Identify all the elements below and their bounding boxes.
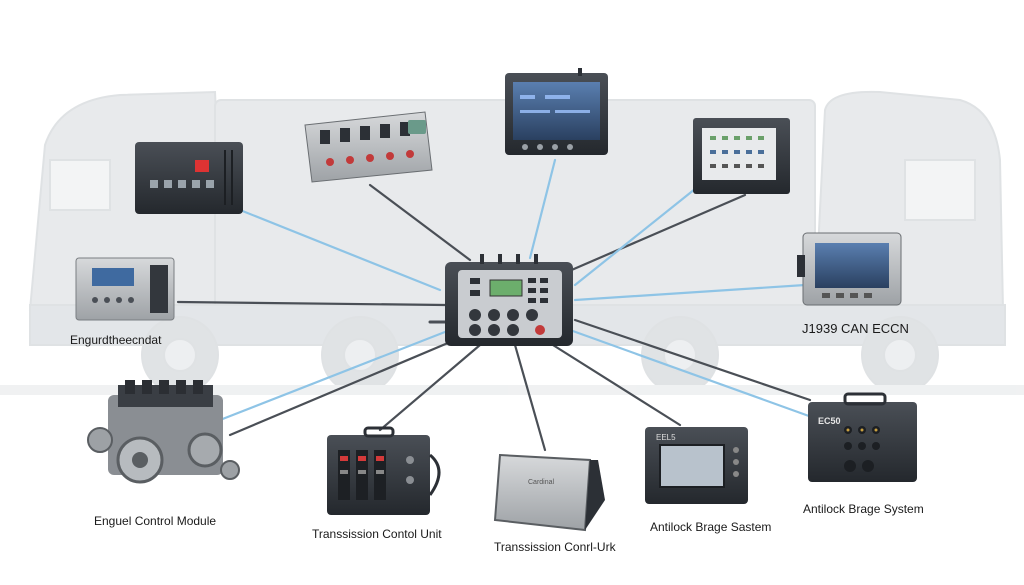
wire-engine: [218, 328, 452, 422]
wires: [176, 158, 822, 452]
abs-control-box[interactable]: EC50: [808, 392, 917, 482]
wire-tcu: [378, 343, 482, 432]
relay-panel[interactable]: [304, 111, 433, 183]
label-ecm: Enguel Control Module: [94, 514, 217, 528]
can-network-device[interactable]: [797, 232, 902, 306]
label-tcu: Transsission Contol Unit: [312, 527, 442, 541]
wire-abs-left: [543, 338, 682, 427]
label-tcu2: Transsission Conrl-Urk: [494, 540, 616, 554]
abs-unit-text: EEL5: [656, 433, 676, 442]
wire-abs-right: [568, 328, 822, 422]
label-abs-right: Antilock Brage System: [803, 502, 924, 516]
label-abs-left: Antilock Brage Sastem: [650, 520, 772, 534]
abs-box-text: EC50: [818, 416, 841, 426]
label-can-network: J1939 CAN ECCN: [802, 321, 909, 336]
wire-left-top: [238, 208, 442, 292]
wire-tcu2: [513, 343, 547, 452]
wire-relay: [368, 183, 472, 262]
label-engine-left: Engurdtheecndat: [70, 333, 162, 347]
wire-left-mid: [176, 300, 447, 307]
wire-monitor: [528, 158, 557, 260]
wire-right-top: [558, 193, 747, 277]
ecu-box-top-left[interactable]: [135, 142, 243, 214]
abs-display-unit[interactable]: EEL5: [645, 427, 748, 504]
engine-block[interactable]: [87, 380, 240, 484]
flat-ecu-module[interactable]: Cardinal: [493, 453, 605, 532]
wire-can: [573, 283, 807, 302]
central-gateway[interactable]: [445, 254, 573, 346]
engine-display-unit[interactable]: [75, 257, 175, 321]
flat-ecu-text: Cardinal: [528, 479, 555, 486]
ecu-box-top-right[interactable]: [693, 118, 790, 194]
wire-right-top-2: [573, 183, 702, 287]
display-monitor-top[interactable]: [505, 68, 608, 155]
wire-abs-right-2: [573, 318, 812, 402]
wire-engine-2: [228, 338, 457, 437]
transmission-control-unit[interactable]: [327, 426, 441, 515]
